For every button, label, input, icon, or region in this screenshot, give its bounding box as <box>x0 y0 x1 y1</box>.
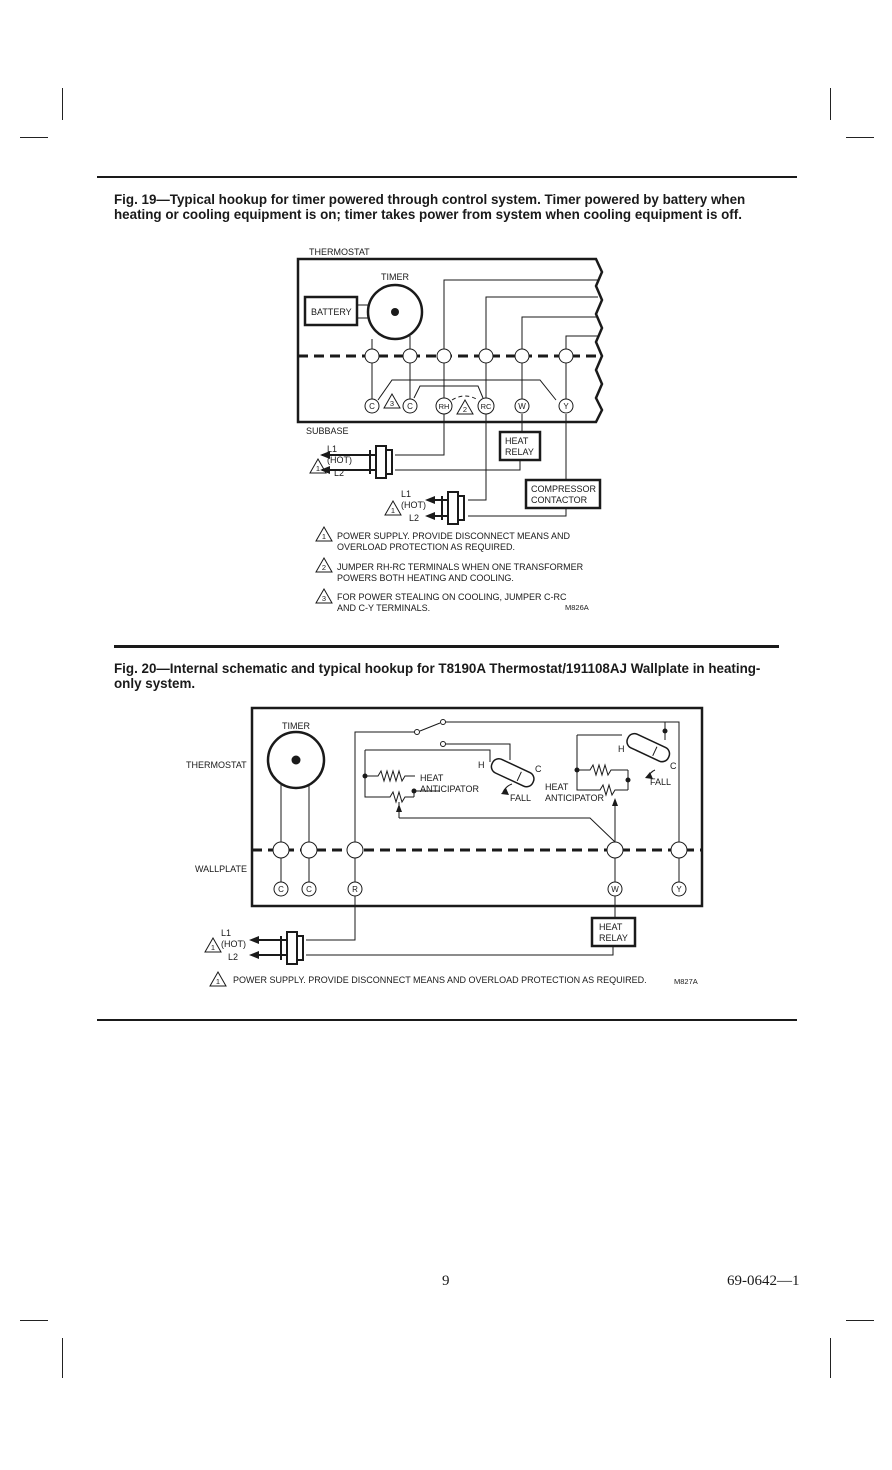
fig19-note3-num: 3 <box>322 594 326 603</box>
crop-mark <box>830 1338 831 1378</box>
page-number: 9 <box>442 1273 450 1289</box>
crop-mark <box>62 88 63 120</box>
fig19-terminal-w: W <box>518 402 526 411</box>
crop-mark <box>846 1320 874 1321</box>
fig19-note2-line2: POWERS BOTH HEATING AND COOLING. <box>337 573 514 583</box>
crop-mark <box>20 1320 48 1321</box>
fig19-code: M826A <box>565 603 589 612</box>
fig20-terminal-r: R <box>352 885 358 894</box>
fig19-note1-line2: OVERLOAD PROTECTION AS REQUIRED. <box>337 542 515 552</box>
fig19-heat-relay-line1: HEAT <box>505 436 529 446</box>
fig19-terminal-c2: C <box>407 402 413 411</box>
fig20-h-right: H <box>618 744 625 754</box>
fig19-note1-line1: POWER SUPPLY. PROVIDE DISCONNECT MEANS A… <box>337 531 571 541</box>
fig19-terminal-rc: RC <box>481 402 492 411</box>
bottom-rule <box>97 1019 797 1021</box>
fig20-fall-right: FALL <box>650 777 671 787</box>
fig19-note3-line1: FOR POWER STEALING ON COOLING, JUMPER C-… <box>337 592 567 602</box>
fig20-heat-anticipator-left-1: HEAT <box>420 773 444 783</box>
fig20-hot: (HOT) <box>221 939 246 949</box>
crop-mark <box>846 137 874 138</box>
fig20-l1: L1 <box>221 928 231 938</box>
fig19-terminal-c1: C <box>369 402 375 411</box>
fig20-thermostat-label: THERMOSTAT <box>186 760 247 770</box>
fig19-thermostat-label: THERMOSTAT <box>309 247 370 257</box>
fig20-heat-relay-line1: HEAT <box>599 922 623 932</box>
fig20-code: M827A <box>674 977 698 986</box>
fig20-heat-anticipator-left-2: ANTICIPATOR <box>420 784 480 794</box>
fig19-battery-label: BATTERY <box>311 307 352 317</box>
crop-mark <box>20 137 48 138</box>
fig20-caption: Fig. 20—Internal schematic and typical h… <box>114 661 761 691</box>
fig19-tri1a-num: 1 <box>316 464 320 473</box>
fig19-hot-a: (HOT) <box>327 455 352 465</box>
fig20-terminal-y: Y <box>676 885 682 894</box>
fig19-subbase-label: SUBBASE <box>306 426 349 436</box>
fig19-hot-b: (HOT) <box>401 500 426 510</box>
fig20-heat-anticipator-right-2: ANTICIPATOR <box>545 793 605 803</box>
fig20-fall-left: FALL <box>510 793 531 803</box>
fig20-heat-relay-line2: RELAY <box>599 933 628 943</box>
fig19-tri3-num: 3 <box>390 399 394 408</box>
fig19-note3-line2: AND C-Y TERMINALS. <box>337 603 430 613</box>
fig20-wiring-diagram: TIMER THERMOSTAT WALLPLATE HEAT ANTICIPA… <box>186 706 704 987</box>
fig19-tri2-num: 2 <box>463 405 467 414</box>
fig19-note2-num: 2 <box>322 563 326 572</box>
doc-number: 69-0642—1 <box>727 1273 800 1289</box>
fig19-note2-line1: JUMPER RH-RC TERMINALS WHEN ONE TRANSFOR… <box>337 562 584 572</box>
crop-mark <box>830 88 831 120</box>
fig19-terminal-y: Y <box>563 402 569 411</box>
fig20-timer-label: TIMER <box>282 721 310 731</box>
fig20-wallplate-label: WALLPLATE <box>195 864 247 874</box>
fig20-note-num: 1 <box>216 977 220 986</box>
fig19-heat-relay-line2: RELAY <box>505 447 534 457</box>
fig19-wiring-diagram: THERMOSTAT TIMER BATTERY SUBBASE C C RH … <box>296 247 604 613</box>
fig19-l1-a: L1 <box>327 444 337 454</box>
fig20-note: POWER SUPPLY. PROVIDE DISCONNECT MEANS A… <box>233 975 647 985</box>
fig20-c-right: C <box>670 761 677 771</box>
fig20-h-left: H <box>478 760 485 770</box>
section-rule <box>114 645 779 648</box>
fig19-timer-label: TIMER <box>381 272 409 282</box>
fig19-l2-b: L2 <box>409 513 419 523</box>
fig20-heat-anticipator-right-1: HEAT <box>545 782 569 792</box>
fig19-tri1b-num: 1 <box>391 506 395 515</box>
fig20-terminal-w: W <box>611 885 619 894</box>
fig20-l2: L2 <box>228 952 238 962</box>
crop-mark <box>62 1338 63 1378</box>
fig19-l1-b: L1 <box>401 489 411 499</box>
fig19-caption: Fig. 19—Typical hookup for timer powered… <box>114 192 746 222</box>
fig19-terminal-rh: RH <box>439 402 450 411</box>
top-rule <box>97 176 797 178</box>
fig20-terminal-c1: C <box>278 885 284 894</box>
fig20-tri1a-num: 1 <box>211 943 215 952</box>
fig19-compressor-line1: COMPRESSOR <box>531 484 597 494</box>
fig19-compressor-line2: CONTACTOR <box>531 495 588 505</box>
fig20-c-left: C <box>535 764 542 774</box>
fig19-note1-num: 1 <box>322 532 326 541</box>
fig20-terminal-c2: C <box>306 885 312 894</box>
fig19-l2-a: L2 <box>334 468 344 478</box>
